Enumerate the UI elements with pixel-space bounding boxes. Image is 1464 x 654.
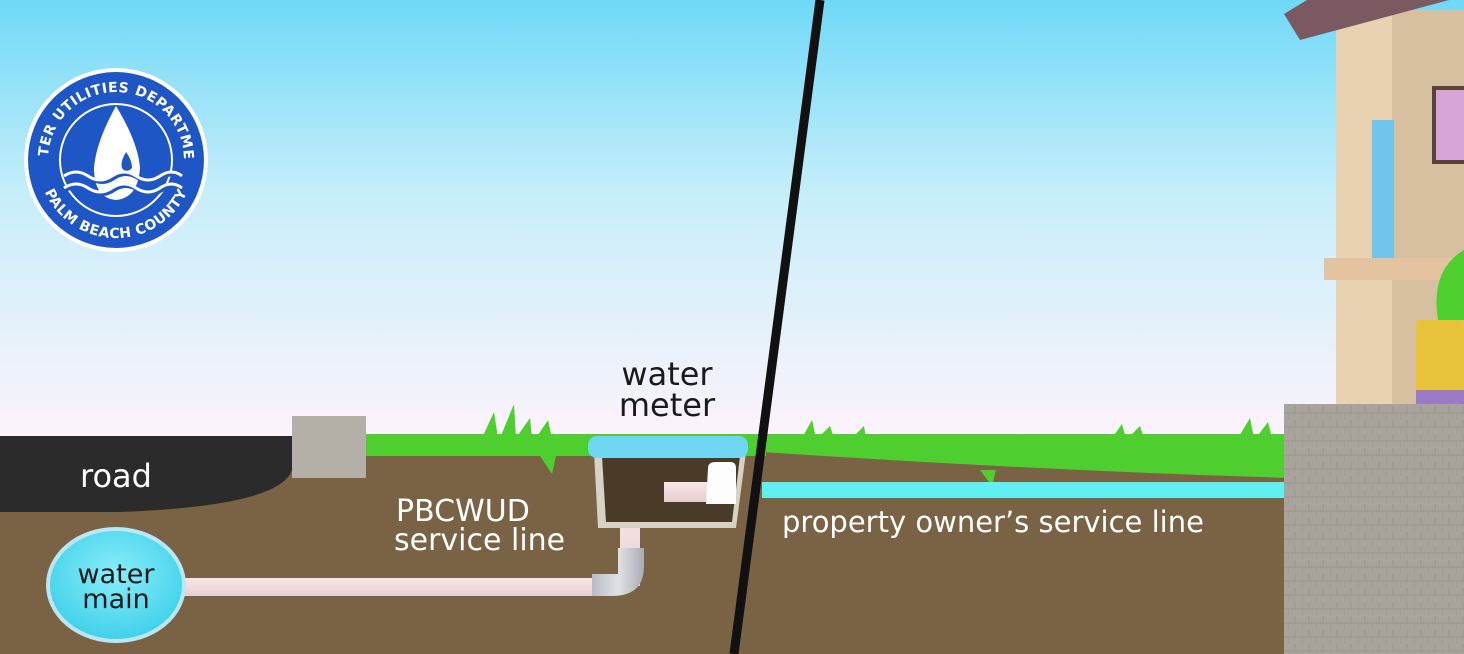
- house-ledge: [1324, 258, 1464, 280]
- meter-inlet-pipe: [664, 482, 708, 502]
- lawn-right: [762, 434, 1290, 478]
- water-meter-label-line1: water: [621, 355, 713, 393]
- pbcwud-label-line2: service line: [394, 523, 566, 558]
- house-foundation: [1284, 404, 1464, 654]
- water-main: [46, 527, 186, 643]
- road: [0, 436, 292, 512]
- pbcwud-pipe-elbow-bottom: [592, 548, 644, 596]
- grass-tufts: [482, 404, 1272, 486]
- water-meter-label-line2: meter: [618, 386, 716, 424]
- water-main-label: water main: [56, 561, 176, 613]
- planter-pot: [1416, 320, 1464, 392]
- water-meter: [706, 462, 736, 504]
- water-meter-label: water meter: [604, 358, 730, 421]
- pbcwud-pipe-horizontal: [178, 578, 608, 596]
- planter-leaf: [1436, 250, 1464, 320]
- curb: [292, 416, 366, 478]
- pbcwud-label-line1: PBCWUD: [396, 494, 530, 529]
- house-window-strip: [1372, 120, 1394, 260]
- ownership-divider: [729, 0, 825, 654]
- road-label: road: [80, 457, 152, 495]
- sky: [0, 0, 1464, 440]
- water-drop-icon: [94, 106, 140, 200]
- house: [1284, 0, 1464, 404]
- pbcwud-service-line-label: PBCWUD service line: [394, 497, 565, 556]
- water-main-label-line2: main: [82, 584, 150, 615]
- meter-lid: [588, 436, 748, 458]
- house-roof: [1284, 0, 1450, 40]
- owner-service-line-label: property owner’s service line: [782, 505, 1204, 539]
- water-main-label-line1: water: [77, 559, 155, 590]
